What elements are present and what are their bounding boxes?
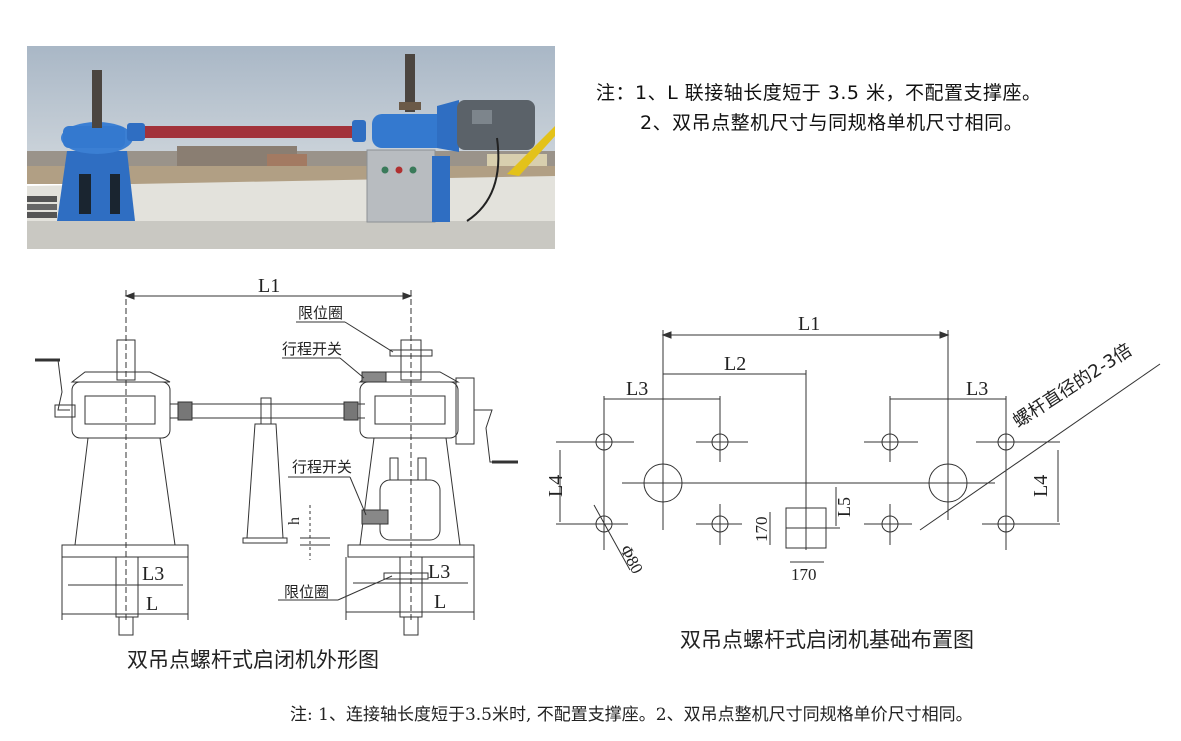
foundation-drawing: L1 L2 L3 L3 L4 L4 L5 170 170 Φ80 螺杆直径的2-… — [545, 313, 1161, 584]
phi-80-label: Φ80 — [616, 542, 647, 577]
foundation-l1-label: L1 — [798, 313, 820, 335]
product-photo — [27, 46, 555, 249]
outline-drawing-caption: 双吊点螺杆式启闭机外形图 — [127, 648, 379, 672]
note-top-line-1: 注：1、L 联接轴长度短于 3.5 米，不配置支撑座。 — [596, 82, 1042, 104]
foundation-l3-left-label: L3 — [626, 378, 648, 400]
screw-diameter-note: 螺杆直径的2-3倍 — [1009, 340, 1136, 432]
limit-ring-top-label: 限位圈 — [298, 304, 343, 322]
outline-l-left-label: L — [146, 593, 158, 615]
notes-bottom: 注: 1、连接轴长度短于3.5米时, 不配置支撑座。2、双吊点整机尺寸同规格单价… — [290, 705, 973, 725]
note-top-line-2: 2、双吊点整机尺寸与同规格单机尺寸相同。 — [640, 112, 1024, 134]
outline-l3-left-label: L3 — [142, 563, 164, 585]
foundation-l4-right-label: L4 — [1030, 475, 1052, 497]
h-label: h — [286, 517, 303, 525]
foundation-l3-right-label: L3 — [966, 378, 988, 400]
outline-l3-right-label: L3 — [428, 561, 450, 583]
travel-switch-mid-label: 行程开关 — [292, 458, 352, 476]
limit-ring-bottom-label: 限位圈 — [284, 583, 329, 601]
outline-drawing: L1 限位圈 行程开关 行程开关 h L3 L L3 L 限位圈 — [35, 275, 518, 636]
hoist-photo-illustration — [27, 46, 555, 249]
dim-170-horizontal: 170 — [791, 565, 817, 584]
outline-l1-label: L1 — [258, 275, 280, 297]
foundation-l5-label: L5 — [834, 497, 854, 517]
notes-top: 注：1、L 联接轴长度短于 3.5 米，不配置支撑座。 2、双吊点整机尺寸与同规… — [596, 78, 1042, 138]
foundation-l4-left-label: L4 — [545, 475, 567, 497]
dim-170-vertical: 170 — [752, 517, 771, 543]
foundation-drawing-caption: 双吊点螺杆式启闭机基础布置图 — [680, 628, 974, 652]
travel-switch-top-label: 行程开关 — [282, 340, 342, 358]
foundation-l2-label: L2 — [724, 353, 746, 375]
outline-l-right-label: L — [434, 591, 446, 613]
